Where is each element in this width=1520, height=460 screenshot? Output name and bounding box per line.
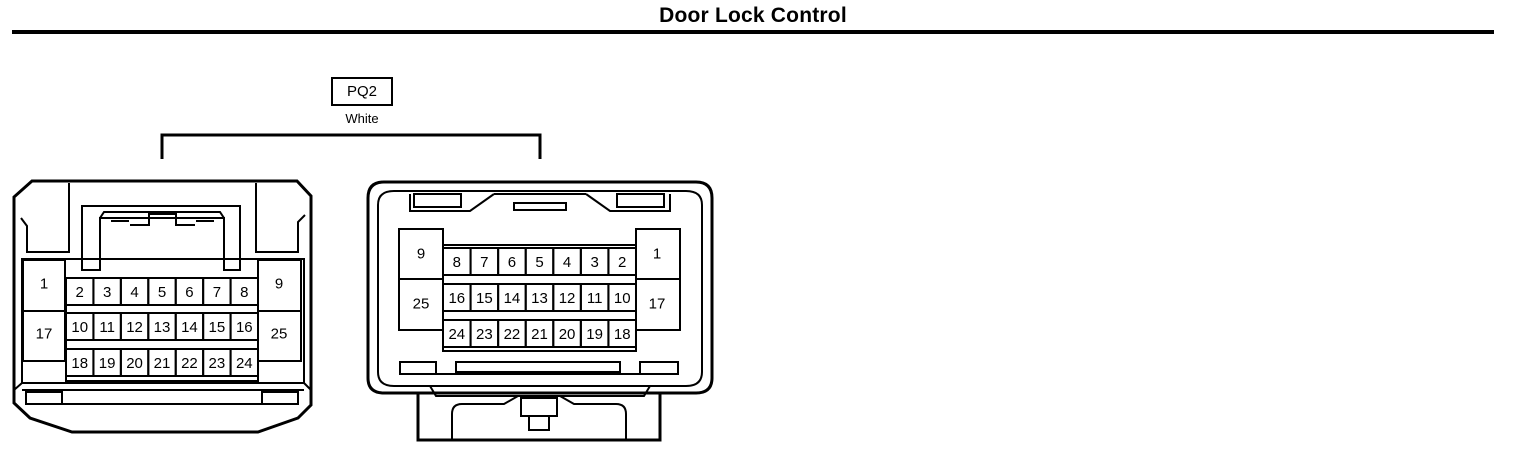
pin-10-label: 10 [614,290,631,307]
pin-9-label: 9 [417,246,425,263]
pin-25-label: 25 [413,296,430,313]
male-connector-housing [12,179,313,434]
pin-13-label: 13 [531,290,548,307]
pin-24-label: 24 [236,355,253,372]
page-title: Door Lock Control [659,4,847,27]
pin-12-label: 12 [559,290,576,307]
pin-1-label: 1 [40,276,48,293]
pin-23-label: 23 [209,355,226,372]
pin-17-label: 17 [649,296,666,313]
pin-16-label: 16 [448,290,465,307]
pin-4-label: 4 [130,284,138,301]
pin-4-label: 4 [563,254,571,271]
pin-17-label: 17 [36,326,53,343]
pin-15-label: 15 [209,319,226,336]
pin-11-label: 11 [99,319,115,336]
connector-color-label: White [345,111,379,126]
pin-2-label: 2 [618,254,626,271]
pin-18-label: 18 [614,326,631,343]
female-pin-cells [442,247,637,348]
pin-25-label: 25 [271,326,288,343]
pin-20-label: 20 [126,355,143,372]
pin-14-label: 14 [181,319,198,336]
pin-11-label: 11 [587,290,603,307]
pin-23-label: 23 [476,326,493,343]
pin-10-label: 10 [71,319,88,336]
connector-code-box: PQ2 [331,77,393,106]
pin-cavity [229,348,260,377]
pin-3-label: 3 [590,254,598,271]
pin-19-label: 19 [586,326,603,343]
pin-13-label: 13 [154,319,171,336]
connector-bracket [160,133,542,159]
female-connector-details [377,190,703,440]
pin-cavity [607,283,637,312]
pin-8-label: 8 [240,284,248,301]
male-pin-cells [65,277,260,377]
female-connector-housing [366,180,714,442]
pin-5-label: 5 [158,284,166,301]
pin-6-label: 6 [508,254,516,271]
pin-6-label: 6 [185,284,193,301]
pin-22-label: 22 [181,355,198,372]
pin-24-label: 24 [448,326,465,343]
pin-2-label: 2 [76,284,84,301]
pin-22-label: 22 [504,326,521,343]
pin-cavity [607,319,637,348]
pin-19-label: 19 [99,355,116,372]
pin-cavity [229,277,260,306]
pin-16-label: 16 [236,319,253,336]
pin-20-label: 20 [559,326,576,343]
pin-14-label: 14 [504,290,521,307]
female-pin-labels: 8 7 6 5 4 3 2 16 15 14 13 12 11 10 24 23 22 21 20 19 18 9 25 1 1… [413,246,666,344]
pin-8-label: 8 [453,254,461,271]
pin-7-label: 7 [213,284,221,301]
pin-18-label: 18 [71,355,88,372]
pin-7-label: 7 [480,254,488,271]
pin-15-label: 15 [476,290,493,307]
pin-5-label: 5 [535,254,543,271]
pin-12-label: 12 [126,319,143,336]
pin-cavity [229,312,260,341]
pin-9-label: 9 [275,276,283,293]
pin-21-label: 21 [154,355,171,372]
pin-21-label: 21 [531,326,548,343]
pin-cavity [607,247,637,276]
title-underline [12,30,1494,34]
pin-3-label: 3 [103,284,111,301]
pin-1-label: 1 [653,246,661,263]
